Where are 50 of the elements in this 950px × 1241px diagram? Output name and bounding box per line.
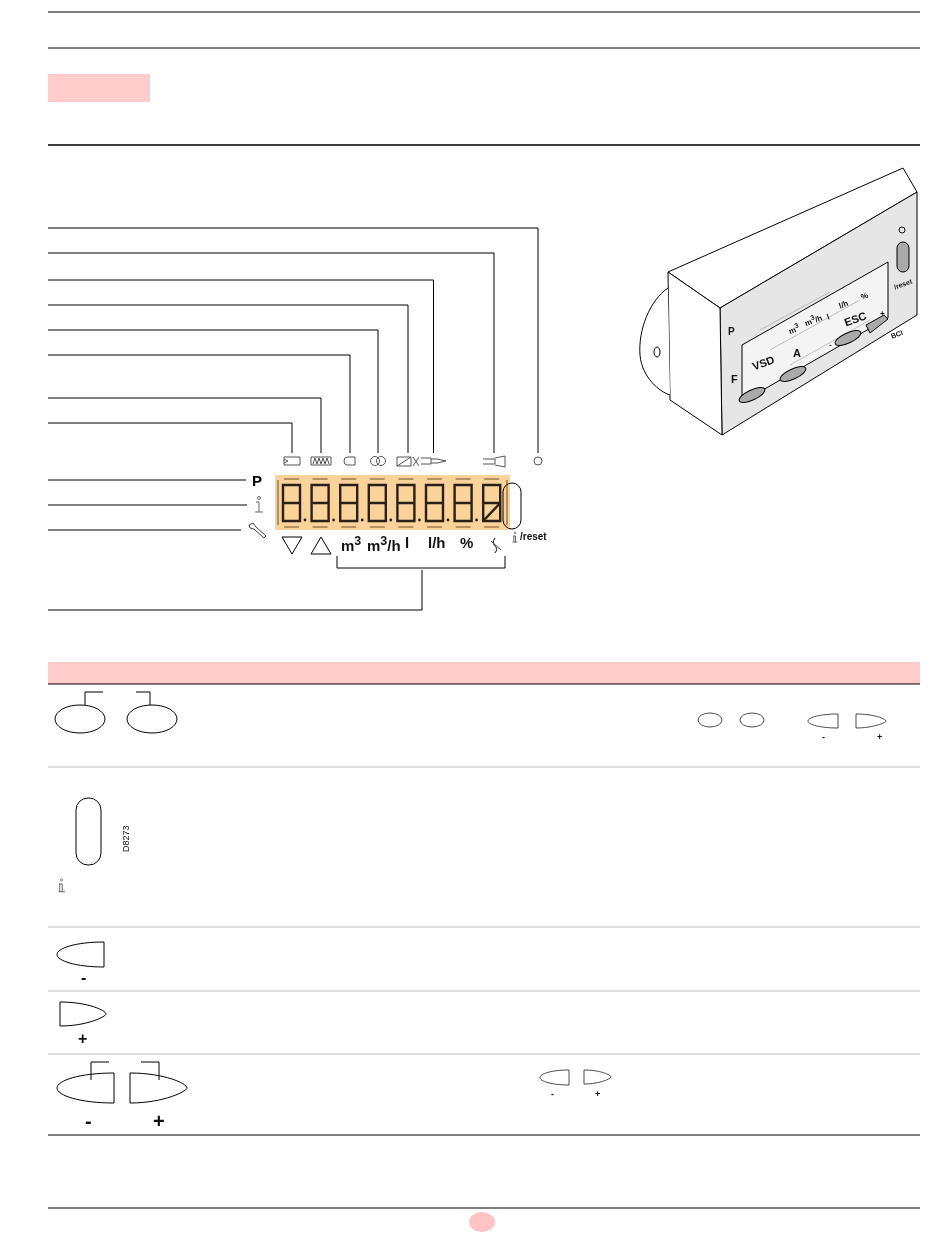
- leader-line: [47, 422, 293, 454]
- ignition-icon: [482, 455, 506, 467]
- button-label: -: [85, 1111, 92, 1131]
- valve-icon: [396, 455, 420, 467]
- wrench-icon: [247, 522, 267, 539]
- motor-icon: [283, 455, 301, 467]
- button-label: F: [731, 374, 738, 385]
- leader-line: [47, 529, 242, 531]
- leader-line: [47, 504, 248, 506]
- leader-line: [47, 479, 247, 481]
- unit-label: %: [460, 534, 474, 551]
- button-label: +: [877, 733, 883, 742]
- button-label: +: [595, 1090, 601, 1099]
- button-label: A: [793, 348, 801, 359]
- button-label: -: [822, 733, 825, 742]
- display-symbol: P: [252, 472, 266, 488]
- display-symbol: P: [728, 327, 735, 337]
- heater-icon: [310, 455, 332, 467]
- nozzle-icon: [420, 455, 447, 467]
- button-label: -: [551, 1090, 554, 1099]
- button-label: VSD: [751, 354, 776, 373]
- button-label: -: [829, 341, 832, 349]
- drawing-number: D8273: [122, 825, 131, 852]
- unit-label: m$^{3}$: [341, 534, 362, 554]
- button-label: +: [78, 1031, 88, 1047]
- info-icon: [253, 496, 263, 513]
- leader-line: [47, 279, 434, 454]
- unit-label: %: [860, 291, 870, 302]
- leader-line: [47, 397, 322, 454]
- leader-line: [47, 252, 495, 454]
- unit-label: l: [826, 313, 831, 322]
- cup-icon: [343, 455, 357, 467]
- unit-label: l/h: [838, 299, 850, 311]
- leader-line: [47, 329, 379, 454]
- leader-line: [47, 227, 539, 454]
- rings-icon: [369, 455, 387, 467]
- button-label: +: [880, 310, 885, 318]
- leader-line: [47, 304, 409, 454]
- leader-line: [47, 569, 423, 611]
- unit-label: l/h: [428, 534, 446, 551]
- button-label: /reset: [520, 532, 547, 542]
- leader-line: [47, 354, 351, 454]
- unit-label: m$^{3}$/h: [367, 534, 401, 554]
- unit-label: m$^{3}$/h: [803, 312, 824, 328]
- button-label: ESC: [843, 310, 868, 329]
- title-bar: [48, 74, 150, 102]
- unit-label: l: [405, 534, 410, 551]
- indicator-lamp: [532, 455, 544, 467]
- button-label: -: [81, 970, 87, 986]
- button-label: +: [153, 1111, 165, 1131]
